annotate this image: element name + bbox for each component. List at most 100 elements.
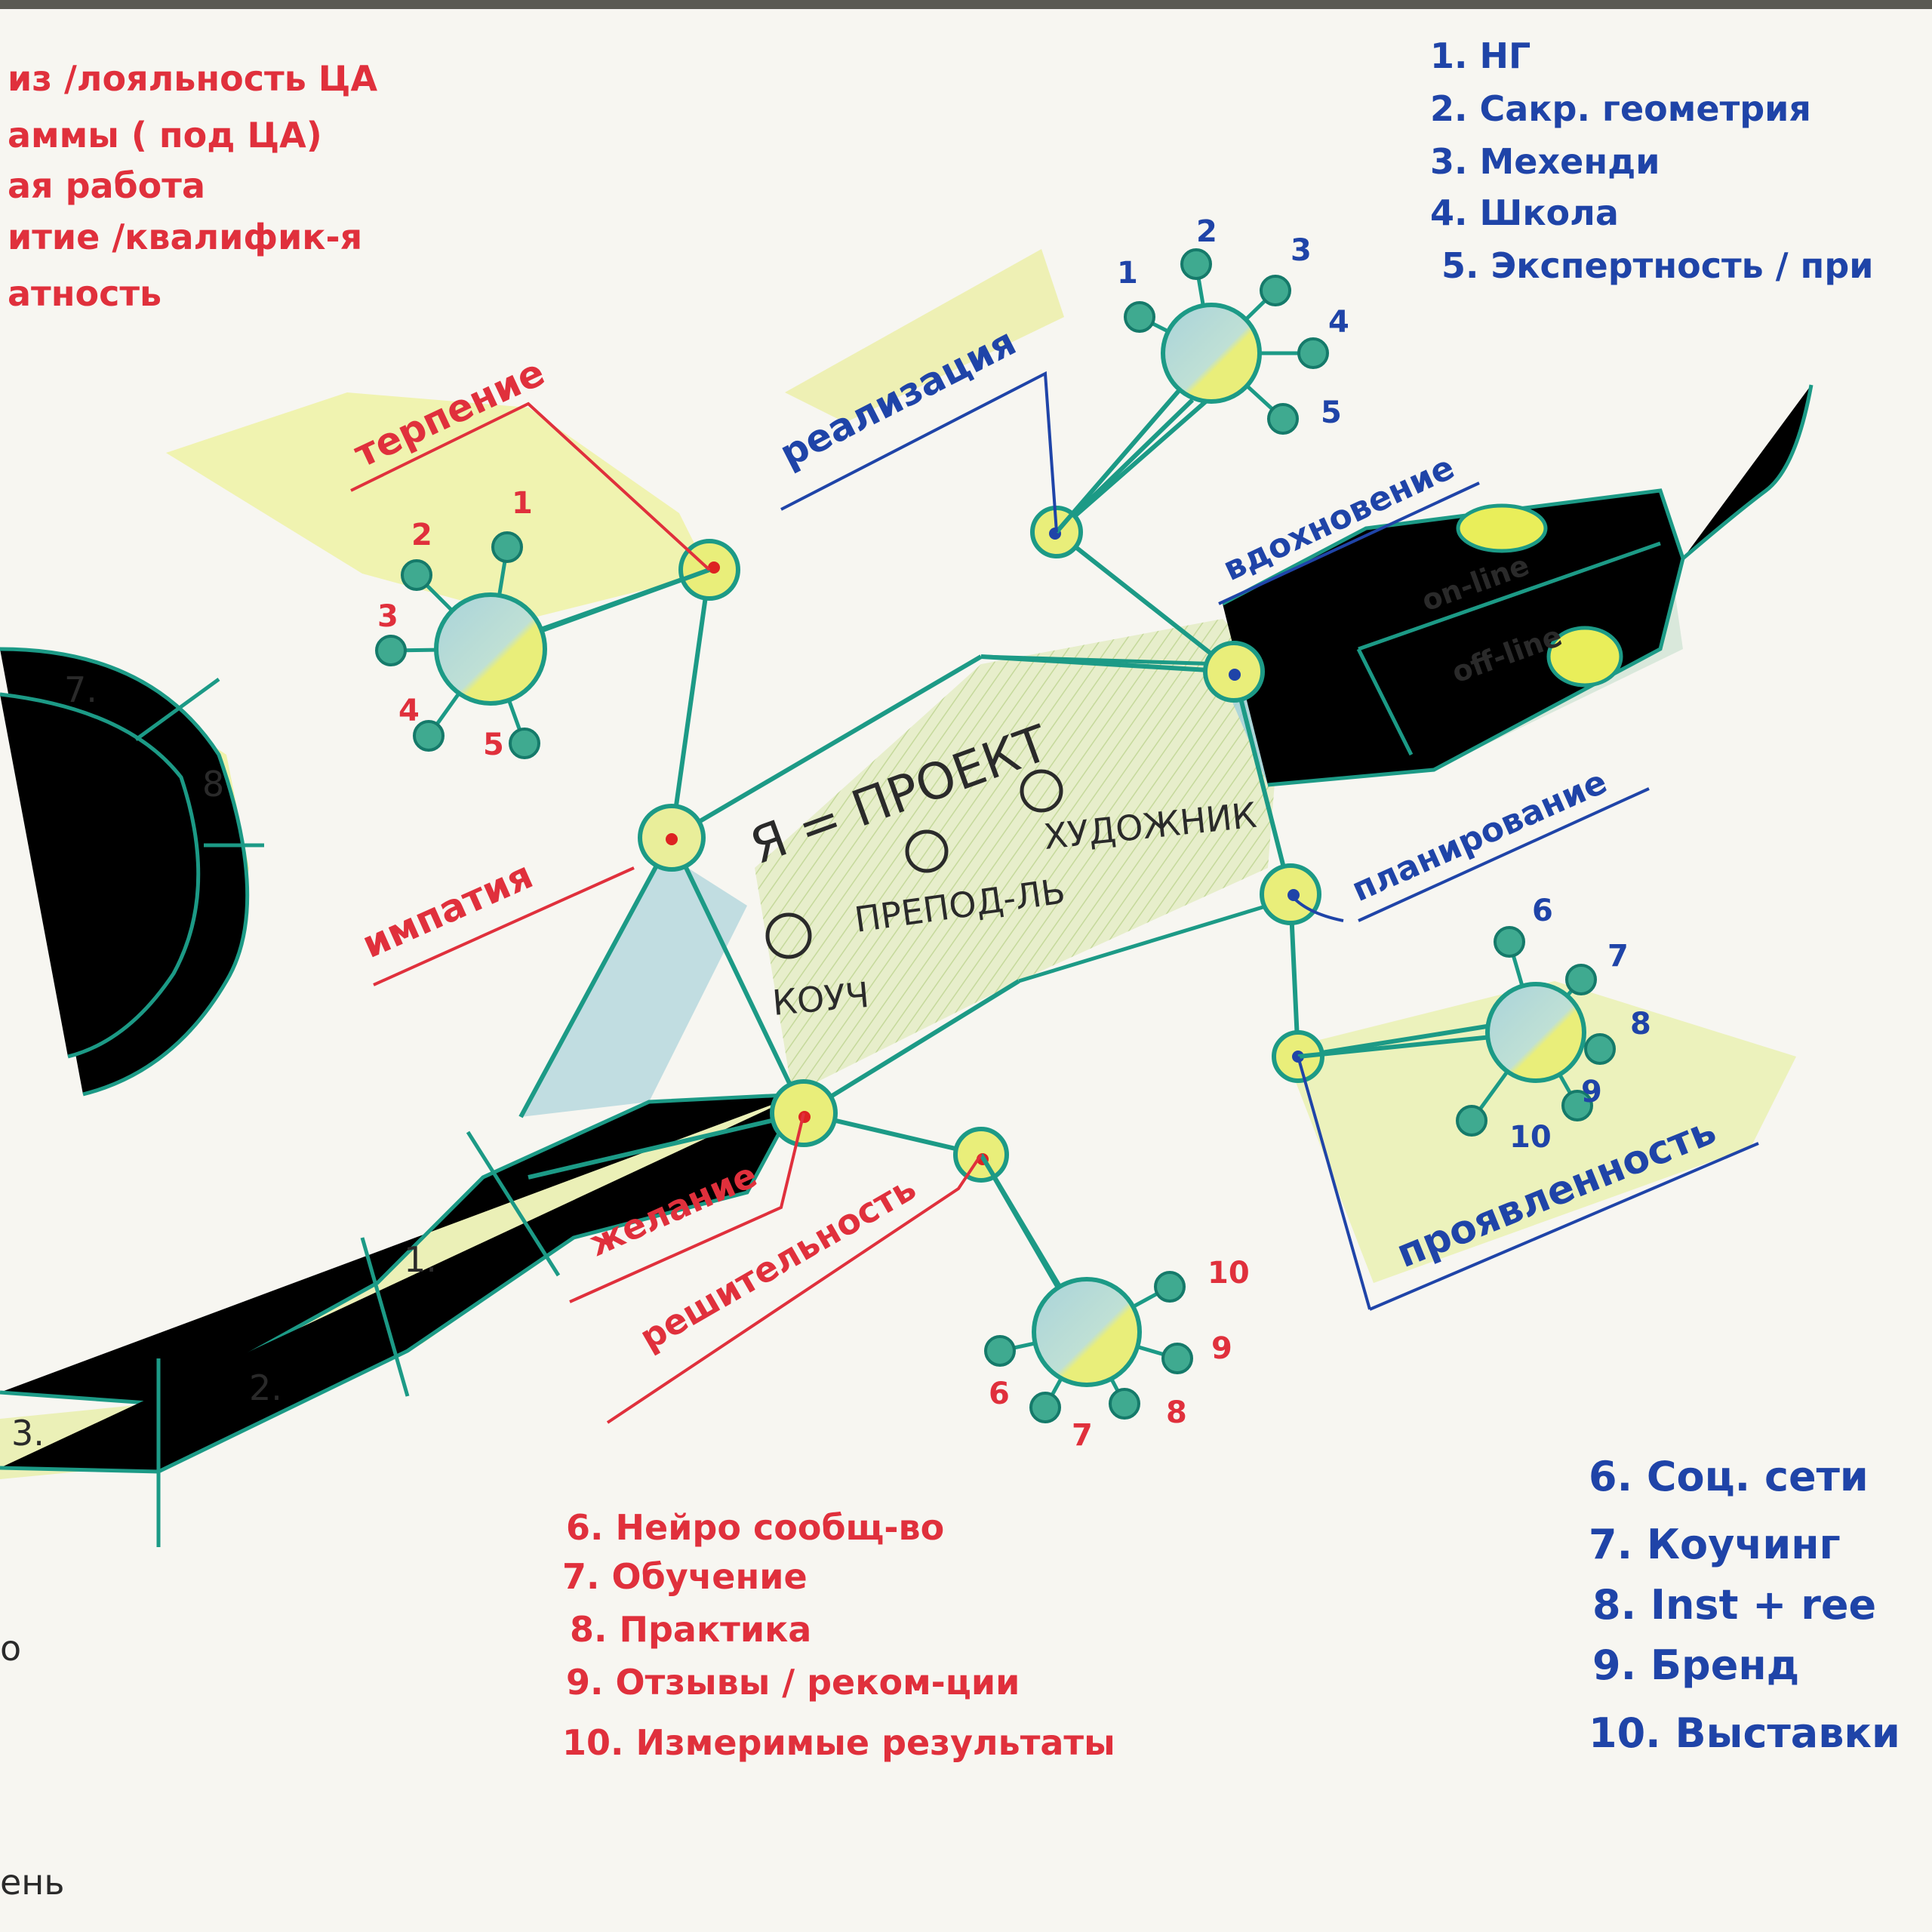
path-outlines xyxy=(0,384,1814,1547)
bottom-center-item: 10. Измеримые результаты xyxy=(562,1722,1115,1763)
satellite-node xyxy=(491,531,523,563)
junction-nodes xyxy=(638,506,1324,1183)
satellite-node xyxy=(1109,1388,1140,1420)
top-left-item: ая работа xyxy=(8,165,205,206)
label-planning: планирование xyxy=(1346,762,1613,909)
bottom-right-item: 8. Inst + ree xyxy=(1592,1581,1876,1629)
role-markers xyxy=(765,769,1063,959)
satellite-node xyxy=(1267,403,1299,435)
bottom-center-list: 6. Нейро сообщ-во 7. Обучение 8. Практик… xyxy=(562,1507,1115,1763)
center-band xyxy=(755,619,1283,1094)
bottom-right-item: 7. Коучинг xyxy=(1589,1521,1841,1568)
top-left-item: аммы ( под ЦА) xyxy=(8,115,322,155)
margin-fragment: ень xyxy=(0,1862,65,1903)
satellite-node xyxy=(375,635,407,666)
bottom-right-item: 9. Бренд xyxy=(1592,1641,1799,1689)
role-marker-circle xyxy=(765,912,812,959)
label-empathy: импатия xyxy=(355,853,539,967)
path-number: 2. xyxy=(249,1367,282,1408)
top-left-item: из /лояльность ЦА xyxy=(8,58,377,99)
bottom-right-item: 6. Соц. сети xyxy=(1589,1453,1869,1500)
cluster-hub xyxy=(434,592,547,706)
satellite-number: 6 xyxy=(989,1377,1010,1411)
top-right-list: 1. НГ 2. Сакр. геометрия 3. Мехенди 4. Ш… xyxy=(1430,35,1873,286)
satellite-number: 8 xyxy=(1630,1007,1651,1041)
path-number: 1. xyxy=(404,1239,437,1280)
top-right-item: 5. Экспертность / при xyxy=(1441,245,1873,286)
role-marker-circle xyxy=(1020,769,1063,813)
cluster-realization: 1 2 3 4 5 xyxy=(1054,214,1349,534)
satellite-node xyxy=(1029,1392,1061,1423)
manifestation-shade xyxy=(1283,981,1796,1283)
node-inspiration xyxy=(1203,641,1265,703)
satellite-node xyxy=(509,728,540,759)
satellite-node xyxy=(984,1335,1016,1367)
satellite-node xyxy=(1297,337,1329,369)
top-right-item: 1. НГ xyxy=(1430,35,1531,76)
cluster-hub xyxy=(1485,982,1586,1083)
offline-oval xyxy=(1546,626,1623,688)
satellite-number: 3 xyxy=(377,599,398,634)
bottom-right-list: 6. Соц. сети 7. Коучинг 8. Inst + ree 9.… xyxy=(1589,1453,1900,1757)
satellite-number: 10 xyxy=(1208,1256,1250,1291)
satellite-number: 7 xyxy=(1607,939,1629,974)
top-left-list: из /лояльность ЦА аммы ( под ЦА) ая рабо… xyxy=(8,58,377,314)
cluster-decisiveness: 6 7 89 10 xyxy=(979,1153,1250,1453)
satellite-number: 6 xyxy=(1532,894,1553,928)
path-number: 8 xyxy=(202,764,224,804)
top-right-item: 3. Мехенди xyxy=(1430,141,1660,182)
path-number: 3. xyxy=(11,1413,45,1454)
satellite-node xyxy=(1561,1090,1593,1121)
node-empathy xyxy=(638,804,706,872)
satellite-number: 10 xyxy=(1509,1120,1552,1155)
label-underlines xyxy=(350,371,1759,1424)
satellite-node xyxy=(1494,926,1525,958)
satellite-number: 2 xyxy=(411,518,432,552)
satellite-number: 5 xyxy=(1321,395,1342,430)
satellite-node xyxy=(413,720,445,752)
role-marker-circle xyxy=(905,829,949,873)
bottom-right-item: 10. Выставки xyxy=(1589,1709,1900,1757)
path-number: 7. xyxy=(64,669,97,710)
satellite-node xyxy=(1154,1271,1186,1303)
satellite-number: 8 xyxy=(1166,1395,1187,1430)
satellite-number: 2 xyxy=(1196,214,1217,249)
satellite-node xyxy=(1124,301,1155,333)
top-right-item: 2. Сакр. геометрия xyxy=(1430,88,1811,129)
satellite-number: 9 xyxy=(1211,1331,1232,1366)
satellite-node xyxy=(1260,275,1291,306)
satellite-number: 1 xyxy=(512,486,533,521)
margin-fragment: о xyxy=(0,1628,21,1669)
satellite-node xyxy=(1584,1033,1616,1065)
satellite-node xyxy=(1161,1343,1193,1374)
cluster-hub xyxy=(1161,303,1262,404)
satellite-node xyxy=(1180,248,1212,280)
cluster-patience: 1 2 3 4 5 xyxy=(375,486,711,762)
top-left-item: атность xyxy=(8,273,162,314)
satellite-node xyxy=(1565,964,1597,995)
top-left-item: итие /квалифик-я xyxy=(8,217,362,257)
table-edge xyxy=(0,0,1932,9)
top-right-item: 4. Школа xyxy=(1430,192,1619,233)
realization-shade xyxy=(785,249,1064,423)
role-coach: КОУЧ xyxy=(771,974,871,1023)
satellite-number: 4 xyxy=(398,694,420,728)
bottom-center-item: 6. Нейро сообщ-во xyxy=(566,1507,944,1548)
cluster-manifestation: 6 789 10 xyxy=(1297,894,1651,1155)
satellite-node xyxy=(401,559,432,591)
patience-shade xyxy=(166,392,709,619)
cluster-hub xyxy=(1032,1277,1142,1387)
satellite-number: 5 xyxy=(483,728,504,762)
satellite-number: 9 xyxy=(1581,1075,1602,1109)
satellite-number: 7 xyxy=(1072,1418,1093,1453)
empathy-wedge xyxy=(521,853,747,1117)
satellite-node xyxy=(1456,1105,1487,1137)
bottom-center-item: 7. Обучение xyxy=(562,1556,808,1597)
bottom-center-item: 8. Практика xyxy=(570,1609,811,1650)
satellite-number: 3 xyxy=(1291,233,1312,268)
satellite-number: 4 xyxy=(1328,305,1349,340)
online-oval xyxy=(1456,503,1548,553)
satellite-number: 1 xyxy=(1117,256,1138,291)
bottom-center-item: 9. Отзывы / реком-ции xyxy=(566,1662,1020,1703)
